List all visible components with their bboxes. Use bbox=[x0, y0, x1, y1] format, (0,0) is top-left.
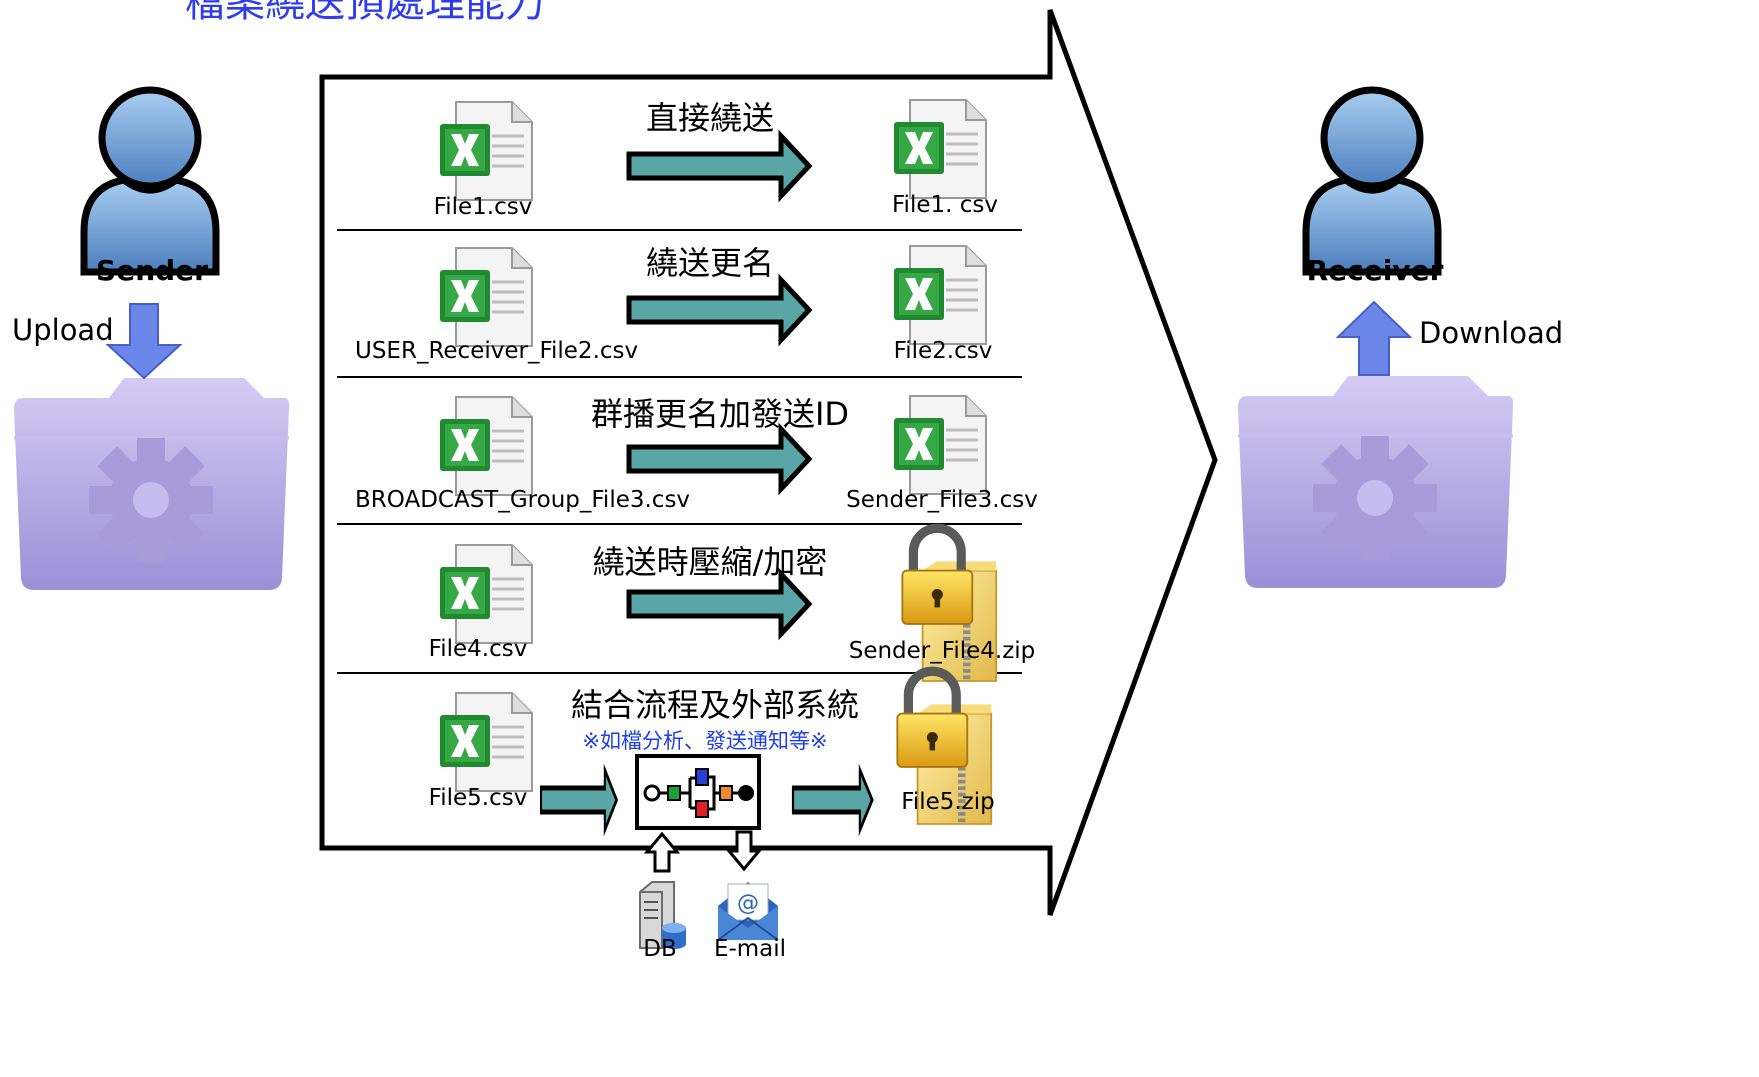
receiver-person-icon bbox=[1306, 90, 1438, 272]
sender-person-icon bbox=[84, 90, 216, 272]
sender-label: Sender bbox=[96, 254, 208, 287]
workflow-engine-icon bbox=[635, 754, 761, 830]
row2-source-filename: USER_Receiver_File2.csv bbox=[355, 338, 639, 364]
row4-source-filename: File4.csv bbox=[428, 636, 528, 662]
database-server-icon bbox=[639, 881, 686, 949]
diagram-title: 檔案繞送預處理能力 bbox=[185, 0, 545, 26]
row1-heading: 直接繞送 bbox=[645, 99, 774, 137]
svg-text:@: @ bbox=[737, 891, 759, 916]
row1-target-filename: File1. csv bbox=[892, 192, 998, 218]
receiver-folder-icon bbox=[1236, 374, 1515, 590]
row5-target-filename: File5.zip bbox=[901, 789, 995, 815]
row5-source-filename: File5.csv bbox=[428, 785, 528, 811]
upload-label: Upload bbox=[12, 313, 114, 347]
download-label: Download bbox=[1419, 316, 1564, 350]
row4-heading: 繞送時壓縮/加密 bbox=[592, 543, 828, 581]
row1-source-filename: File1.csv bbox=[433, 194, 533, 220]
upload-arrow-icon bbox=[105, 303, 183, 380]
receiver-label: Receiver bbox=[1306, 254, 1444, 287]
engine-to-email-arrow-icon bbox=[725, 830, 763, 872]
row2-heading: 繞送更名 bbox=[645, 244, 774, 282]
email-label: E-mail bbox=[713, 936, 787, 962]
row3-source-filename: BROADCAST_Group_File3.csv bbox=[355, 487, 691, 513]
row3-target-filename: Sender_File3.csv bbox=[846, 487, 1038, 513]
download-arrow-icon bbox=[1335, 300, 1413, 376]
row4-target-filename: Sender_File4.zip bbox=[848, 638, 1036, 664]
db-label: DB bbox=[643, 936, 677, 962]
row5-note: ※如檔分析、發送通知等※ bbox=[582, 729, 828, 753]
row2-target-filename: File2.csv bbox=[893, 338, 993, 364]
row5-heading: 結合流程及外部系統 bbox=[570, 686, 859, 724]
email-envelope-icon: @ bbox=[717, 882, 779, 941]
row3-heading: 群播更名加發送ID bbox=[590, 395, 850, 433]
db-to-engine-arrow-icon bbox=[643, 831, 681, 873]
sender-folder-icon bbox=[12, 376, 291, 592]
